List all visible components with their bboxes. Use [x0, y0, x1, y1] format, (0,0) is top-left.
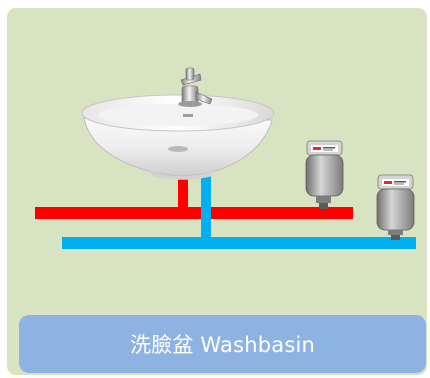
- caption-label: 洗臉盆 Washbasin: [129, 333, 316, 357]
- faucet-icon: [178, 67, 213, 107]
- washbasin-icon: [81, 94, 275, 180]
- cold-water-pipe: [62, 168, 416, 249]
- caption-box: 洗臉盆 Washbasin: [19, 315, 426, 373]
- water-heater-icon: [305, 140, 344, 209]
- water-heater-icon-2: [376, 174, 415, 240]
- hot-water-pipe: [35, 168, 353, 219]
- diagram-panel: [7, 8, 427, 375]
